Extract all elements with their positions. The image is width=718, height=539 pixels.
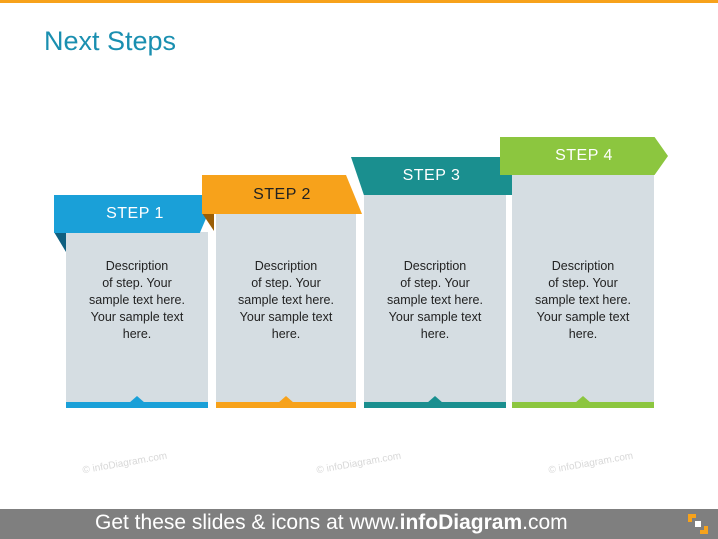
- desc-line: Your sample text: [388, 310, 482, 324]
- desc-line: sample text here.: [535, 293, 631, 307]
- watermark: © infoDiagram.com: [315, 450, 403, 477]
- desc-line: sample text here.: [238, 293, 334, 307]
- step-4-description: Description of step. Your sample text he…: [512, 258, 654, 343]
- step-2-notch: [278, 396, 294, 403]
- step-2-bar: [216, 402, 356, 408]
- footer-banner: Get these slides & icons at www.infoDiag…: [0, 509, 718, 539]
- step-1-bar: [66, 402, 208, 408]
- step-1-ribbon-fold: [54, 232, 66, 252]
- step-2-label: STEP 2: [253, 185, 311, 203]
- step-2-card: Description of step. Your sample text he…: [216, 213, 356, 408]
- desc-line: Your sample text: [90, 310, 184, 324]
- desc-line: Your sample text: [536, 310, 630, 324]
- desc-line: of step. Your: [548, 276, 618, 290]
- step-2-description: Description of step. Your sample text he…: [216, 258, 356, 343]
- desc-line: here.: [271, 327, 301, 341]
- watermark: © infoDiagram.com: [81, 450, 169, 477]
- step-1-ribbon: STEP 1: [54, 195, 216, 233]
- desc-line: here.: [420, 327, 450, 341]
- footer-suffix: .com: [522, 511, 568, 534]
- step-3-notch: [427, 396, 443, 403]
- step-2-ribbon: STEP 2: [202, 175, 362, 214]
- top-accent-line: [0, 0, 718, 3]
- step-1-label: STEP 1: [106, 205, 164, 222]
- footer-prefix: Get these slides & icons at www.: [95, 511, 400, 534]
- desc-line: of step. Your: [400, 276, 470, 290]
- watermark: © infoDiagram.com: [547, 450, 635, 477]
- footer-brand: infoDiagram: [399, 511, 523, 534]
- desc-line: Your sample text: [239, 310, 333, 324]
- desc-line: here.: [568, 327, 598, 341]
- step-4-ribbon: STEP 4: [500, 137, 668, 175]
- step-4-card: Description of step. Your sample text he…: [512, 174, 654, 408]
- step-3-ribbon: STEP 3: [351, 157, 512, 195]
- desc-line: sample text here.: [387, 293, 483, 307]
- step-1-card: Description of step. Your sample text he…: [66, 232, 208, 408]
- page-title: Next Steps: [44, 26, 177, 56]
- step-3-card: Description of step. Your sample text he…: [364, 194, 506, 408]
- step-2-ribbon-fold: [202, 213, 214, 231]
- step-1-notch: [129, 396, 145, 403]
- desc-line: of step. Your: [102, 276, 172, 290]
- footer-text[interactable]: Get these slides & icons at www.infoDiag…: [95, 511, 568, 535]
- desc-line: here.: [122, 327, 152, 341]
- desc-line: Description: [105, 259, 169, 273]
- step-3-label: STEP 3: [402, 167, 461, 184]
- step-4-label: STEP 4: [555, 147, 613, 164]
- step-4-notch: [575, 396, 591, 403]
- desc-line: sample text here.: [89, 293, 185, 307]
- step-3-description: Description of step. Your sample text he…: [364, 258, 506, 343]
- step-4-bar: [512, 402, 654, 408]
- desc-line: Description: [254, 259, 318, 273]
- desc-line: Description: [403, 259, 467, 273]
- desc-line: Description: [551, 259, 615, 273]
- desc-line: of step. Your: [251, 276, 321, 290]
- step-3-bar: [364, 402, 506, 408]
- infodiagram-logo-icon: [688, 514, 708, 534]
- step-1-description: Description of step. Your sample text he…: [66, 258, 208, 343]
